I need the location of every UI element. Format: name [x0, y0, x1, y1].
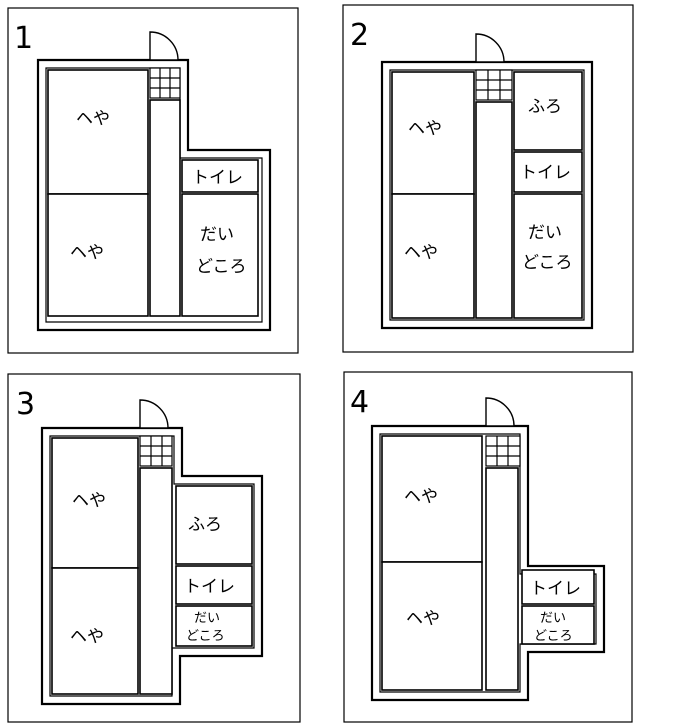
plan-3-label-kitchen-1: だい — [194, 611, 220, 626]
plan-2-room-bath — [513, 71, 583, 151]
plan-2-label-heya-top: ヘや — [408, 119, 442, 139]
plan-4-label-kitchen-1: だい — [540, 611, 566, 626]
plan-3-label-toilet: トイレ — [184, 577, 235, 597]
plan-2-room-kitchen — [513, 193, 583, 319]
plan-4-room-heya-top — [381, 435, 483, 563]
plan-4-room-heya-bottom — [381, 561, 483, 691]
plan-3-entrance-grid — [139, 435, 173, 467]
plan-4-number: 4 — [350, 385, 369, 420]
plan-2-label-kitchen-2: どころ — [522, 253, 573, 273]
plan-3-label-heya-bottom: ヘや — [70, 627, 104, 647]
plan-3-door-icon — [139, 399, 169, 429]
plan-3-room-heya-top — [51, 437, 139, 569]
plan-3-room-toilet — [175, 565, 253, 605]
plan-4-room-toilet — [521, 569, 595, 605]
plan-1-room-heya-bottom — [47, 193, 149, 317]
plan-4-label-heya-top: ヘや — [404, 487, 438, 507]
plan-4-label-toilet: トイレ — [530, 579, 581, 599]
plan-1-label-heya-bottom: ヘや — [70, 243, 104, 263]
plan-2-hallway — [475, 101, 513, 319]
plan-2-label-heya-bottom: ヘや — [404, 243, 438, 263]
plan-2-door-icon — [475, 33, 505, 63]
plan-3-number: 3 — [16, 387, 35, 422]
plan-1-label-heya-top: ヘや — [76, 109, 110, 129]
plan-1-room-toilet — [181, 159, 259, 193]
plan-3-label-heya-top: ヘや — [72, 491, 106, 511]
plan-1-entrance-grid — [149, 67, 181, 99]
plan-2-room-toilet — [513, 151, 583, 193]
plan-2-number: 2 — [350, 18, 369, 53]
plan-1-number: 1 — [14, 21, 33, 56]
plan-3-hallway — [139, 467, 173, 695]
plan-2-label-bath: ふろ — [528, 97, 562, 117]
plan-1-hallway — [149, 99, 181, 317]
plan-1-label-toilet: トイレ — [192, 168, 243, 188]
plan-2-label-toilet: トイレ — [520, 163, 571, 183]
plan-3-label-bath: ふろ — [188, 515, 222, 535]
plan-2: 2 ヘや ヘや ふろ トイレ だい どころ — [342, 4, 634, 353]
plan-1: 1 ヘや ヘや トイレ だい どころ — [7, 7, 299, 354]
plan-4-door-icon — [485, 397, 515, 427]
plan-4-hallway — [485, 467, 519, 691]
plan-3-room-heya-bottom — [51, 567, 139, 695]
plan-4-label-kitchen-2: どころ — [534, 629, 573, 644]
plan-4: 4 ヘや ヘや トイレ だい どころ — [343, 371, 633, 723]
plan-4-entrance-grid — [485, 435, 521, 467]
plan-1-room-heya-top — [47, 69, 149, 195]
plan-2-room-heya-top — [391, 71, 475, 195]
plan-1-room-kitchen — [181, 193, 259, 317]
plan-2-entrance-grid — [475, 69, 513, 101]
plan-4-label-heya-bottom: ヘや — [406, 609, 440, 629]
plan-2-label-kitchen-1: だい — [528, 223, 562, 243]
plan-4-room-kitchen — [521, 605, 595, 645]
plan-3: 3 ヘや ヘや ふろ トイレ だい どころ — [7, 373, 301, 723]
plan-3-label-kitchen-2: どころ — [186, 629, 225, 644]
plan-1-label-kitchen-2: どころ — [196, 257, 247, 277]
plan-3-room-bath — [175, 485, 253, 565]
plan-1-label-kitchen-1: だい — [200, 225, 234, 245]
plan-2-room-heya-bottom — [391, 193, 475, 319]
plan-3-room-kitchen — [175, 605, 253, 647]
plan-1-door-icon — [149, 31, 179, 61]
